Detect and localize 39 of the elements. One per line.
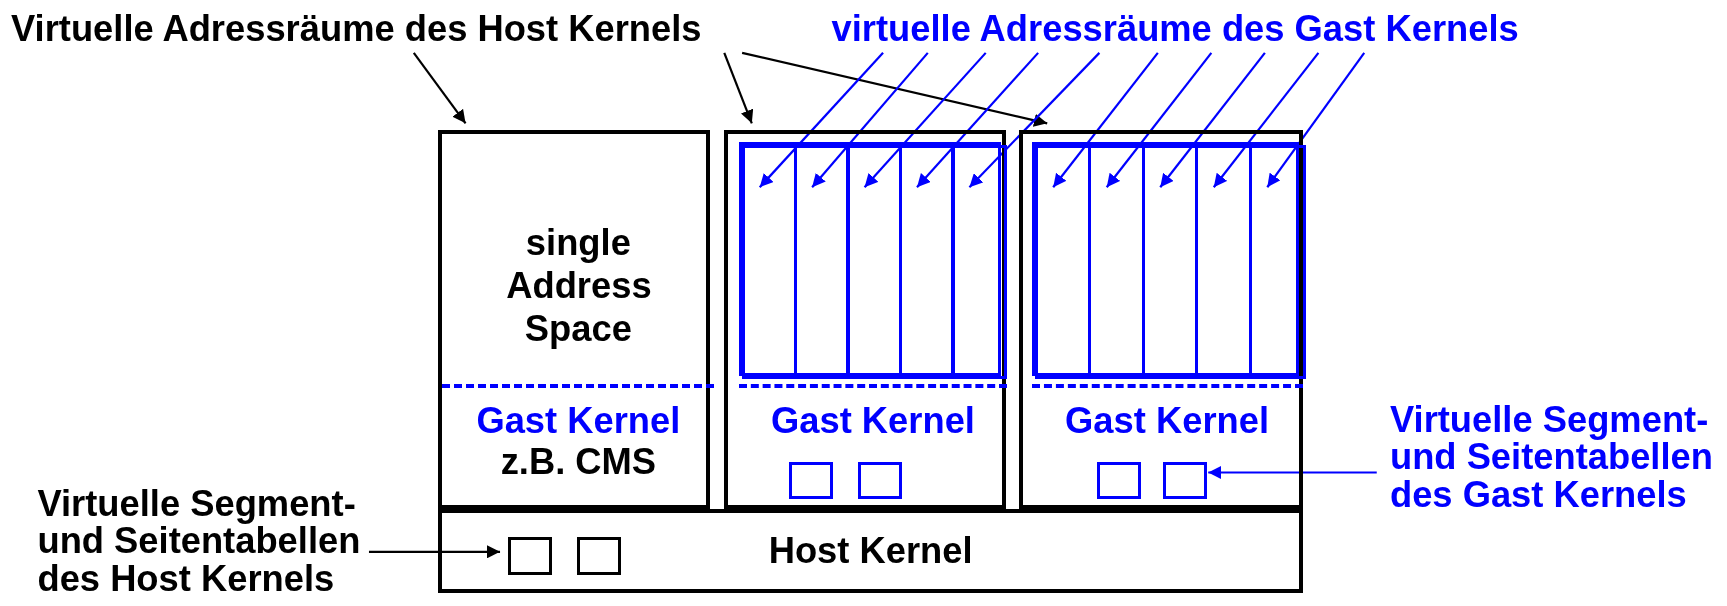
page-table-square (508, 537, 553, 575)
leader-arrow (741, 51, 1048, 127)
page-table-square (576, 537, 621, 575)
address-space-column (794, 144, 850, 380)
page-table-square (857, 461, 902, 500)
region-label: Gast Kernel (1065, 401, 1269, 441)
leader-arrow (811, 52, 929, 188)
heading-label: virtuelle Adressräume des Gast Kernels (831, 6, 1519, 51)
region-label: Gast Kernel (476, 401, 681, 441)
virtual-machine-box (1018, 129, 1303, 509)
leader-arrow (1052, 52, 1159, 188)
leader-arrow (1212, 52, 1320, 188)
leader-arrow (916, 52, 1039, 188)
region-label: z.B. CMS (500, 441, 657, 482)
leader-arrow (1105, 52, 1213, 188)
leader-arrow (758, 52, 884, 188)
callout-text: Virtuelle Segment- und Seitentabellen des Host Kernels (37, 484, 374, 597)
leader-arrow (368, 545, 501, 559)
leader-arrow (968, 52, 1101, 188)
leader-arrow (1266, 52, 1366, 188)
page-table-square (1096, 461, 1141, 500)
leader-arrow (1208, 465, 1377, 480)
page-table-square (1162, 461, 1207, 500)
address-space-column (1195, 144, 1252, 380)
address-space-column (951, 144, 1008, 380)
leader-arrow (412, 52, 467, 124)
address-space-column (1088, 144, 1145, 380)
virtual-machine-box (438, 129, 711, 509)
heading-label: Virtuelle Adressräume des Host Kernels (11, 6, 702, 51)
host-kernel-bar (438, 508, 1303, 593)
region-label: single Address Space (442, 222, 715, 351)
leader-arrow (723, 52, 754, 124)
leader-arrow (1159, 52, 1266, 188)
region-label: Gast Kernel (771, 401, 975, 441)
page-table-square (789, 461, 834, 500)
virtual-machine-box (723, 129, 1006, 509)
region-label: Host Kernel (768, 530, 973, 571)
callout-text: Virtuelle Segment- und Seitentabellen des Gast Kernels (1389, 400, 1726, 514)
leader-arrow (863, 52, 987, 188)
